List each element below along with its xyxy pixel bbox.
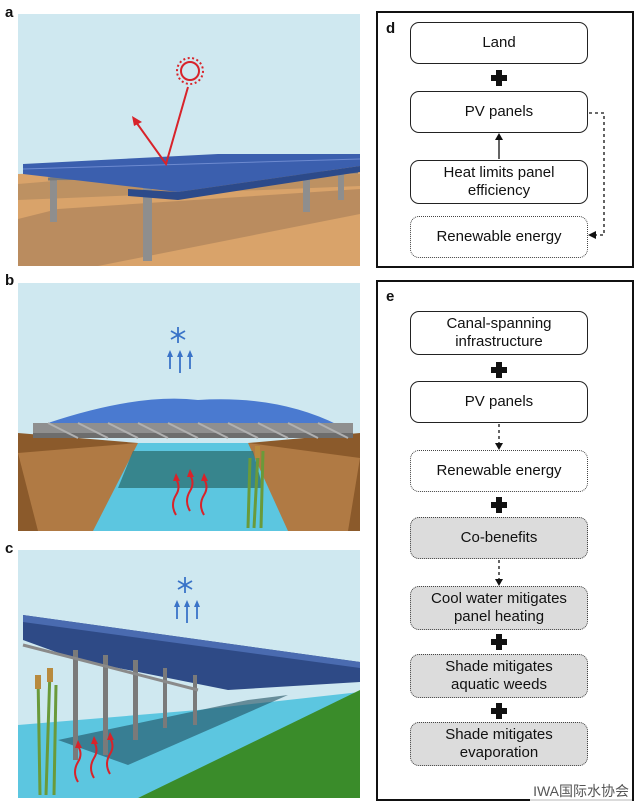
node-pv-panels-e: PV panels [410,381,588,423]
plus-icon [491,703,507,719]
node-canal-spanning: Canal-spanning infrastructure [410,311,588,355]
plus-icon [491,70,507,86]
connectors-e [495,424,503,586]
node-land: Land [410,22,588,64]
plus-icon [491,634,507,650]
panel-letter-d: d [386,20,396,37]
plus-icon [491,497,507,513]
node-renewable-energy-e: Renewable energy [410,450,588,492]
panel-letter-e: e [386,288,395,305]
node-heat-limits: Heat limits panel efficiency [410,160,588,204]
illustration-c [18,550,360,798]
panel-letter-a: a [5,4,14,21]
watermark: IWA国际水协会 [530,781,632,801]
connectors-d [495,112,605,239]
illustration-a [18,14,360,266]
node-renewable-energy: Renewable energy [410,216,588,258]
node-cool-water: Cool water mitigates panel heating [410,586,588,630]
node-co-benefits: Co-benefits [410,517,588,559]
plus-icon [491,362,507,378]
illustration-b [18,283,360,531]
node-pv-panels: PV panels [410,91,588,133]
node-shade-evaporation: Shade mitigates evaporation [410,722,588,766]
panel-letter-c: c [5,540,14,557]
panel-letter-b: b [5,272,15,289]
node-shade-weeds: Shade mitigates aquatic weeds [410,654,588,698]
